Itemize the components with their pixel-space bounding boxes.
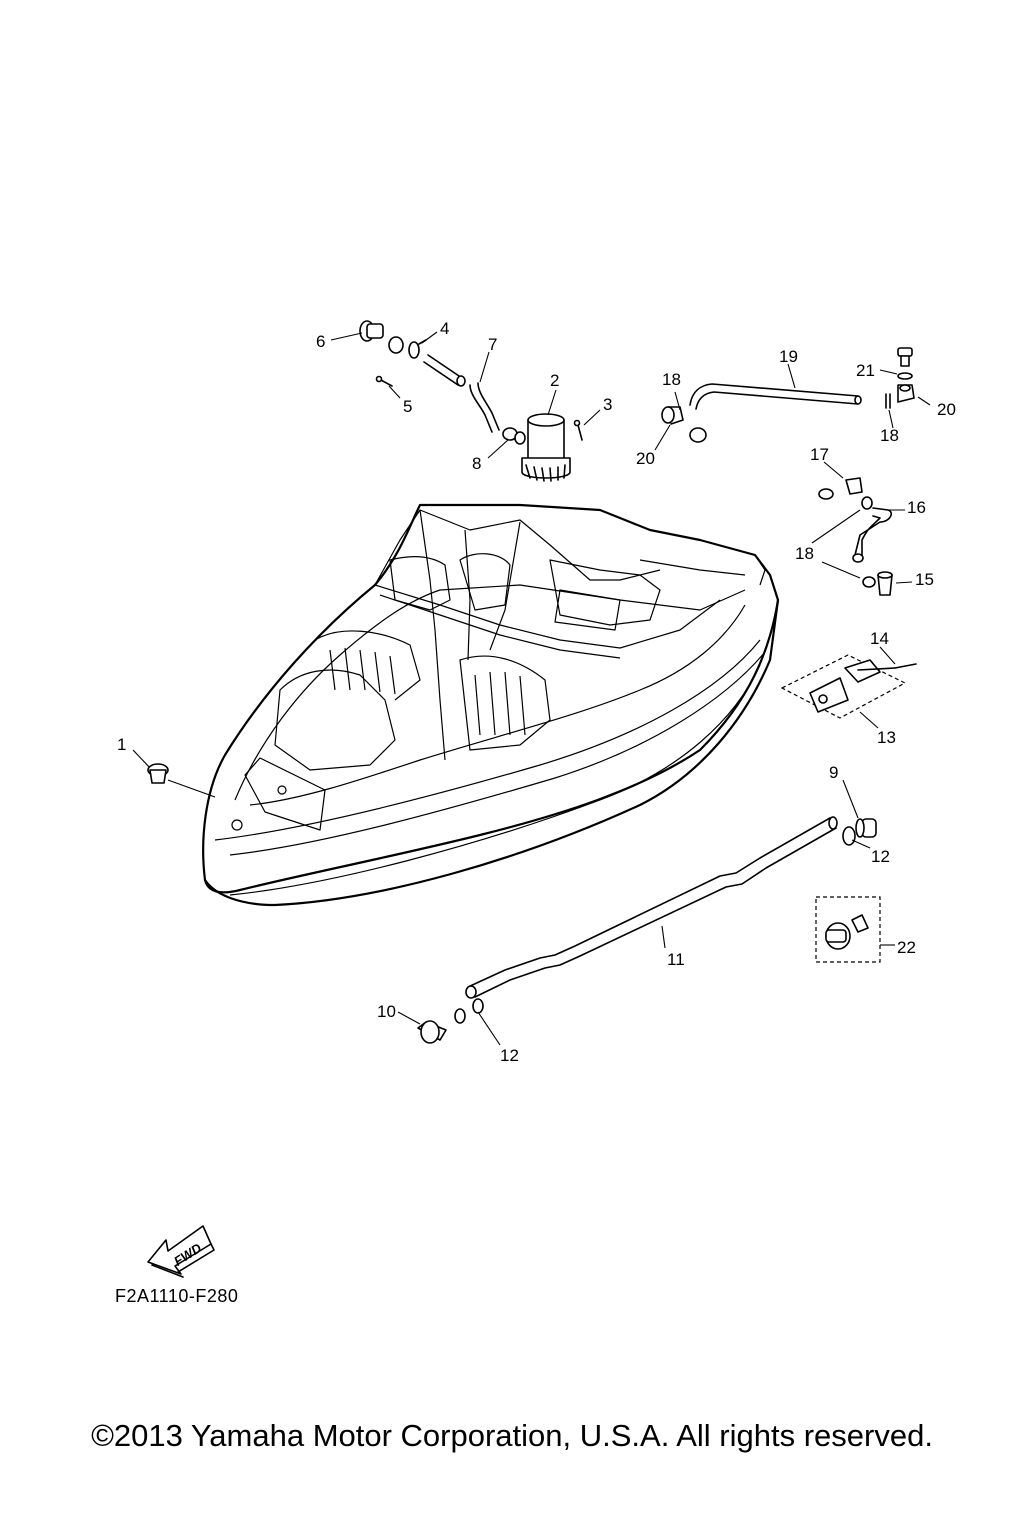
callout-label: 7 [488,335,497,354]
part-21-screw [897,347,913,380]
callout-label: 6 [316,332,325,351]
part-17-fitting [818,477,863,500]
callout-label: 5 [403,397,412,416]
part-9-fitting [855,818,877,838]
part-20-elbow-right [897,384,915,403]
part-14-screw [894,663,917,669]
callout-label: 3 [603,395,612,414]
callout-label: 2 [550,371,559,390]
callout-label: 18 [880,426,899,445]
part-12-clamp-right [842,826,856,846]
part-15-fitting [862,571,893,596]
callout-label: 12 [500,1046,519,1065]
copyright-notice: ©2013 Yamaha Motor Corporation, U.S.A. A… [91,1418,933,1453]
callout-label: 19 [779,347,798,366]
part-18-clamp-right [885,393,891,409]
part-20-elbow-left [661,406,707,443]
part-10-fitting [417,1020,447,1044]
part-22-drain-plug [815,896,881,963]
part-2-pump [521,413,571,482]
part-11-pipe [465,816,838,999]
callout-label: 9 [829,763,838,782]
part-1-fitting [147,763,169,784]
part-13-drain-assy [780,654,907,719]
part-5-screw [375,375,393,387]
part-6-fitting [359,320,384,342]
part-16-hose [852,496,892,563]
callout-numbers: 1 2 3 4 5 6 7 8 9 10 11 12 12 13 14 15 1… [117,319,956,1065]
callout-label: 8 [472,454,481,473]
diagram-code: F2A1110-F280 [115,1286,239,1306]
part-19-hose [689,383,862,410]
part-3-screw [573,419,583,441]
fwd-arrow-icon: FWD [147,1225,215,1278]
part-4-clamp [388,336,427,359]
callout-label: 11 [667,950,685,969]
callout-label: 4 [440,319,449,338]
callout-label: 15 [915,570,934,589]
callout-label: 21 [856,361,875,380]
callout-label: 22 [897,938,916,957]
callout-label: 20 [937,400,956,419]
callout-label: 13 [877,728,896,747]
part-12-clamp-left [454,998,484,1024]
callout-label: 12 [871,847,890,866]
part-7-hose [423,354,500,433]
callout-label: 10 [377,1002,396,1021]
part-8-clamp [502,427,526,445]
callout-label: 18 [662,370,681,389]
callout-label: 20 [636,449,655,468]
leader-lines [132,331,931,1046]
callout-label: 18 [795,544,814,563]
callout-label: 16 [907,498,926,517]
callout-label: 1 [117,735,126,754]
callout-label: 17 [810,445,829,464]
callout-label: 14 [870,629,889,648]
boat-hull [202,503,780,907]
